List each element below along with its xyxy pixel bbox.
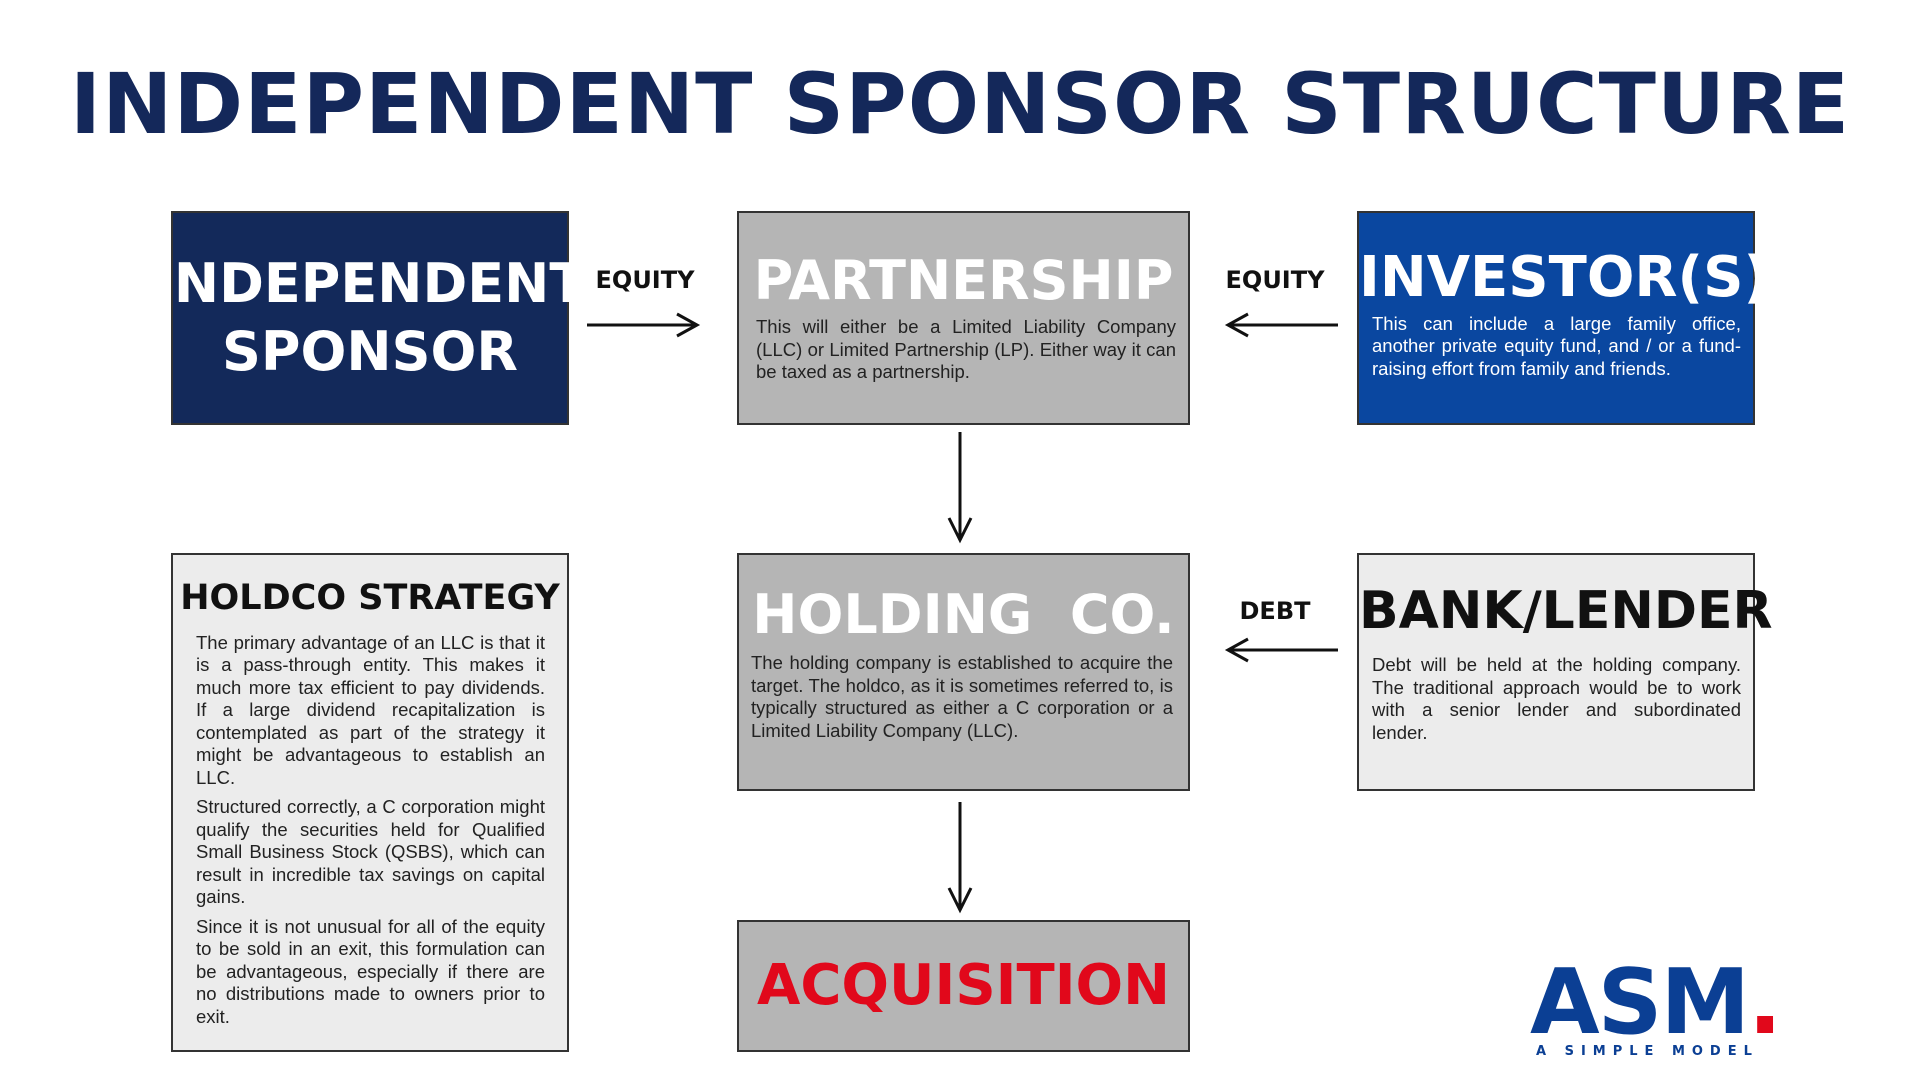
investors-description: This can include a large family office, …: [1372, 312, 1741, 379]
bank-lender-box: BANK/LENDER Debt will be held at the hol…: [1357, 553, 1773, 791]
arrow-holding-to-acquisition: [947, 802, 973, 914]
partnership-description: This will either be a Limited Liability …: [756, 316, 1176, 383]
investors-box: INVESTOR(S) This can include a large fam…: [1357, 211, 1770, 425]
holdco-strategy-paragraph: The primary advantage of an LLC is that …: [196, 631, 545, 788]
independent-sponsor-heading-line2: SPONSOR: [222, 320, 518, 383]
bank-lender-heading: BANK/LENDER: [1359, 581, 1773, 641]
partnership-box: PARTNERSHIP This will either be a Limite…: [737, 211, 1190, 425]
arrow-sponsor-to-partnership: [587, 312, 701, 338]
equity-label-sponsor: EQUITY: [595, 266, 695, 294]
independent-sponsor-box: INDEPENDENT SPONSOR: [154, 211, 586, 425]
holdco-strategy-heading: HOLDCO STRATEGY: [180, 578, 560, 618]
asm-logo: ASM. A SIMPLE MODEL: [1530, 958, 1782, 1060]
holding-company-box: HOLDING CO. The holding company is estab…: [737, 553, 1190, 791]
holdco-strategy-paragraph: Since it is not unusual for all of the e…: [196, 915, 545, 1027]
page-title: INDEPENDENT SPONSOR STRUCTURE: [69, 55, 1851, 153]
asm-logo-mark: ASM.: [1530, 958, 1782, 1048]
holdco-strategy-text: The primary advantage of an LLC is that …: [196, 632, 545, 1029]
holdco-strategy-paragraph: Structured correctly, a C corporation mi…: [196, 796, 545, 907]
partnership-heading: PARTNERSHIP: [753, 249, 1174, 312]
acquisition-heading: ACQUISITION: [756, 953, 1171, 1019]
independent-sponsor-heading-line1: INDEPENDENT: [153, 252, 587, 315]
independent-sponsor-heading: INDEPENDENT SPONSOR: [154, 250, 586, 386]
asm-logo-letters: ASM: [1530, 950, 1750, 1055]
investors-heading: INVESTOR(S): [1359, 245, 1770, 310]
holding-company-description: The holding company is established to ac…: [751, 652, 1173, 741]
arrow-bank-to-holding: [1224, 637, 1338, 663]
asm-logo-dot: .: [1748, 950, 1782, 1055]
arrow-partnership-to-holding: [947, 432, 973, 544]
debt-label-bank: DEBT: [1239, 597, 1311, 625]
arrow-investors-to-partnership: [1224, 312, 1338, 338]
equity-label-investors: EQUITY: [1225, 266, 1325, 294]
asm-logo-tagline: A SIMPLE MODEL: [1536, 1044, 1759, 1059]
holdco-strategy-box: HOLDCO STRATEGY The primary advantage of…: [171, 553, 569, 1052]
bank-lender-description: Debt will be held at the holding company…: [1372, 654, 1741, 743]
holding-company-heading: HOLDING CO.: [752, 583, 1175, 646]
acquisition-box: ACQUISITION: [737, 920, 1190, 1052]
